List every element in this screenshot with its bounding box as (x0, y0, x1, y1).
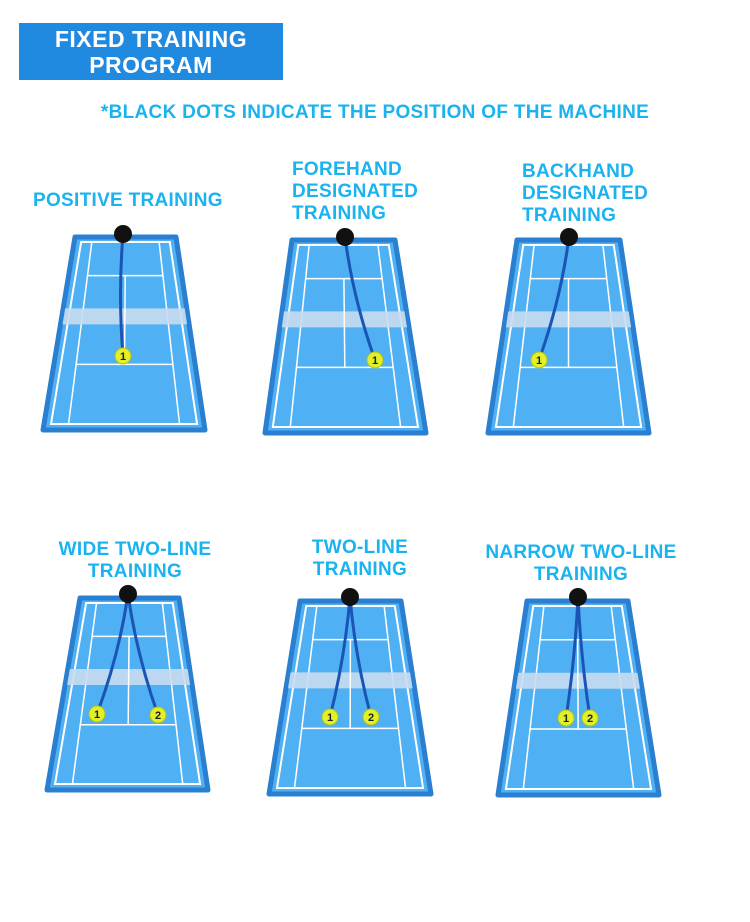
machine-position-dot (114, 225, 132, 243)
singles-sideline-right (158, 241, 181, 425)
singles-sideline-right (161, 602, 184, 785)
machine-position-dot (560, 228, 578, 246)
court-boundary-line (275, 605, 425, 789)
tennis-ball-icon (530, 351, 548, 369)
singles-sideline-left (71, 602, 98, 785)
ball-trajectory-1 (537, 235, 571, 362)
panel-title-backhand: BACKHAND DESIGNATED TRAINING (522, 161, 649, 226)
court-boundary-line (53, 602, 202, 785)
ball-number-label: 1 (536, 355, 542, 367)
center-service-line (343, 278, 346, 368)
court-boundary-line (504, 605, 653, 790)
court-boundary-line (271, 244, 420, 428)
ball-trajectory-1 (95, 592, 130, 716)
tennis-ball-icon (581, 709, 599, 727)
ball-number-label: 2 (587, 713, 593, 725)
singles-sideline-right (610, 605, 635, 790)
tennis-ball-icon (366, 351, 384, 369)
tennis-ball-icon (114, 347, 132, 365)
ball-trajectory-1 (328, 595, 352, 719)
singles-sideline-left (67, 241, 93, 425)
ball-trajectory-2 (348, 595, 373, 719)
panel-title-forehand: FOREHAND DESIGNATED TRAINING (292, 159, 419, 224)
machine-position-note: *BLACK DOTS INDICATE THE POSITION OF THE… (100, 102, 650, 123)
singles-sideline-left (512, 244, 535, 428)
machine-position-dot (119, 585, 137, 603)
panel-title-narrow-two-line: NARROW TWO-LINE TRAINING (485, 542, 677, 585)
panel-title-positive: POSITIVE TRAINING (33, 190, 223, 211)
ball-number-label: 2 (368, 712, 374, 724)
machine-position-dot (336, 228, 354, 246)
machine-position-dot (569, 588, 587, 606)
singles-sideline-left (522, 605, 545, 790)
singles-sideline-left (293, 605, 318, 789)
ball-number-label: 1 (327, 712, 333, 724)
tennis-ball-icon (557, 709, 575, 727)
singles-sideline-right (602, 244, 625, 428)
ball-trajectory-2 (126, 592, 160, 717)
ball-trajectory-2 (576, 595, 592, 720)
tennis-ball-icon (149, 706, 167, 724)
singles-sideline-right (377, 244, 402, 428)
tennis-ball-icon (321, 708, 339, 726)
machine-position-dot (341, 588, 359, 606)
court-boundary-line (494, 244, 643, 428)
tennis-ball-icon (88, 705, 106, 723)
ball-number-label: 1 (563, 713, 569, 725)
singles-sideline-left (289, 244, 310, 428)
ball-trajectory-1 (119, 232, 125, 358)
page-title: FIXED TRAINING PROGRAM (54, 25, 248, 78)
singles-sideline-right (383, 605, 407, 789)
panel-title-two-line: TWO-LINE TRAINING (311, 537, 409, 580)
ball-number-label: 2 (155, 710, 161, 722)
page-title-badge: FIXED TRAINING PROGRAM (19, 23, 283, 80)
court-boundary-line (49, 241, 199, 425)
panel-title-wide-two-line: WIDE TWO-LINE TRAINING (58, 539, 212, 582)
ball-trajectory-1 (343, 235, 377, 362)
tennis-ball-icon (362, 708, 380, 726)
ball-number-label: 1 (94, 709, 100, 721)
center-service-line (127, 636, 130, 725)
ball-number-label: 1 (372, 355, 378, 367)
ball-number-label: 1 (120, 351, 126, 363)
